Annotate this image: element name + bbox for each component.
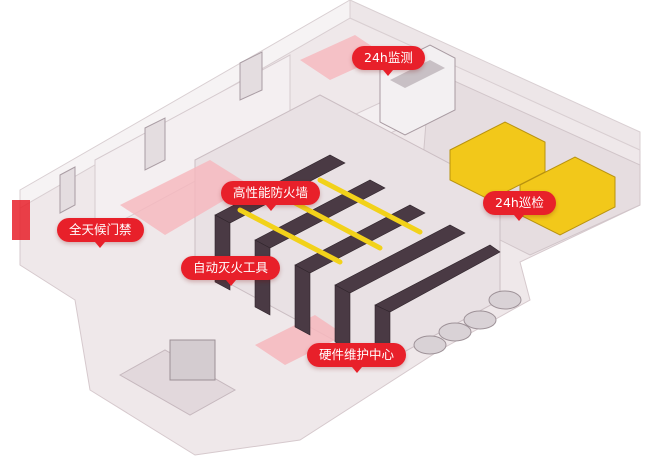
roller-door	[169, 339, 216, 381]
doors	[59, 51, 263, 214]
vending-machine	[12, 200, 30, 240]
label-24h-inspection: 24h巡检	[483, 191, 556, 221]
maintenance-zone-highlight	[255, 315, 345, 365]
label-access-control: 全天候门禁	[57, 218, 144, 248]
label-fire-suppression: 自动灭火工具	[181, 256, 281, 286]
access-zone-highlight	[120, 160, 250, 235]
back-wall-right	[349, 0, 641, 151]
cooling-units	[413, 290, 522, 355]
label-firewall: 高性能防火墙	[221, 181, 321, 211]
label-24h-monitoring: 24h监测	[352, 46, 425, 76]
generators	[449, 121, 616, 236]
label-hardware-center: 硬件维护中心	[307, 343, 407, 373]
loading-dock	[118, 349, 237, 416]
